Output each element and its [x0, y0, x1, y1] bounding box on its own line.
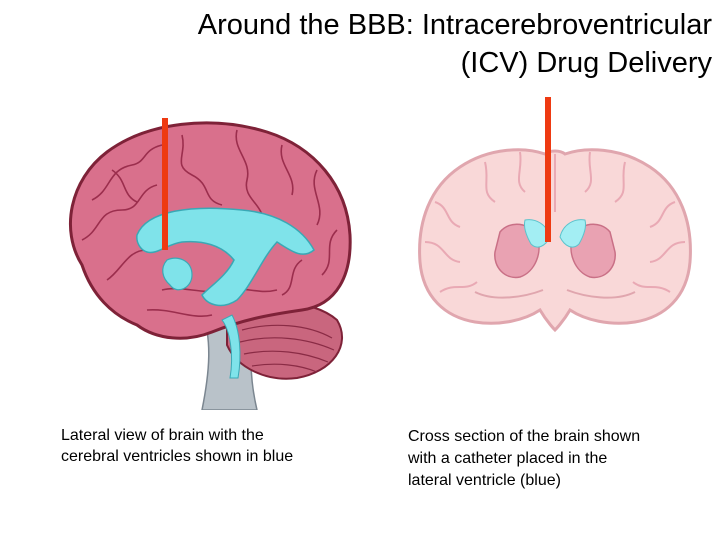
cerebellum-folds — [239, 324, 335, 373]
catheter-line-lateral — [162, 118, 168, 250]
slide-title-line-1: Around the BBB: Intracerebroventricular — [197, 9, 712, 41]
fourth-ventricle-shape — [221, 314, 241, 379]
brain-coronal-section-illustration — [418, 97, 692, 333]
slide-title-line-2: (ICV) Drug Delivery — [460, 47, 712, 79]
brain-lateral-view-illustration — [68, 118, 352, 410]
cross-section-caption-line-1: Cross section of the brain shown — [408, 428, 641, 445]
cross-section-caption: Cross section of the brain shown with a … — [408, 426, 640, 492]
right-lateral-ventricle — [559, 219, 586, 248]
lateral-view-caption-line-1: Lateral view of brain with the — [61, 427, 264, 444]
slide-title: Around the BBB: Intracerebroventricular … — [112, 6, 712, 82]
third-ventricle-shape — [162, 257, 193, 291]
cross-section-caption-line-3: lateral ventricle (blue) — [408, 472, 561, 489]
cortex-folds — [424, 151, 686, 293]
left-lateral-ventricle — [524, 219, 551, 248]
lateral-view-caption-line-2: cerebral ventricles shown in blue — [61, 448, 294, 465]
lateral-view-caption: Lateral view of brain with the cerebral … — [61, 425, 293, 467]
cross-section-caption-line-2: with a catheter placed in the — [408, 450, 608, 467]
catheter-line-cross-section — [545, 97, 551, 242]
temporal-lobes — [474, 289, 636, 299]
